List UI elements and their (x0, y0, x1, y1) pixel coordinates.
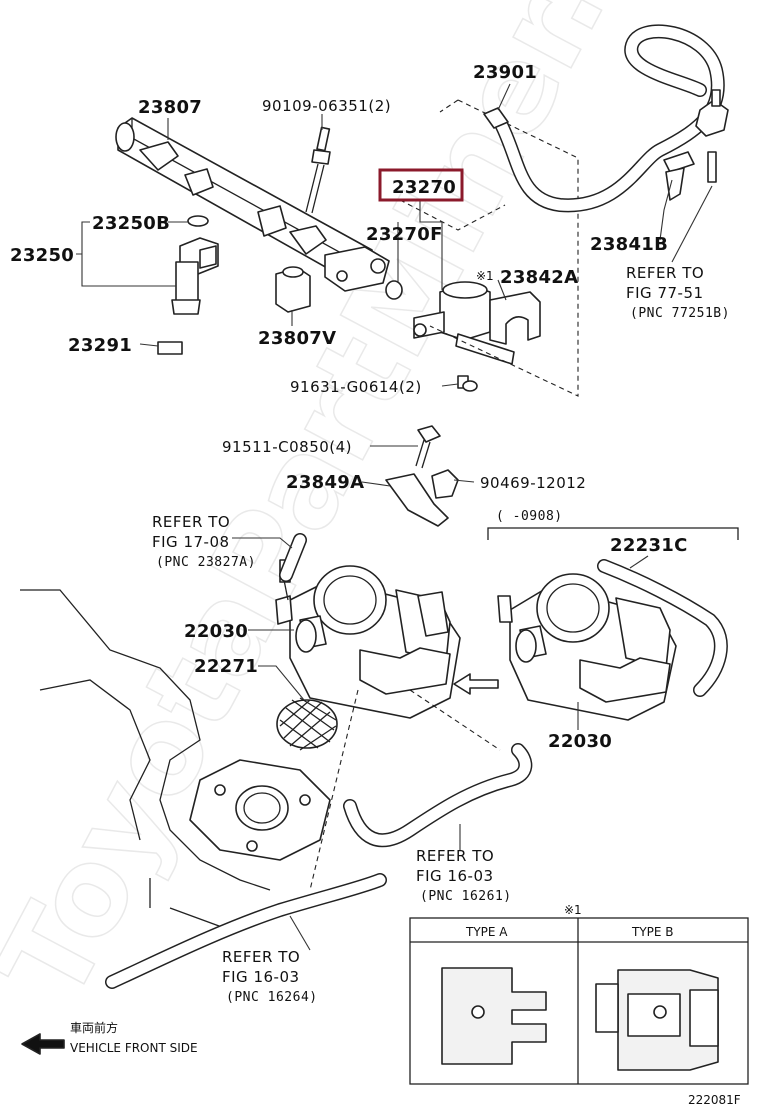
type-a-label: TYPE A (465, 925, 508, 939)
part-number-91631: 91631-G0614(2) (290, 378, 422, 396)
gasket-22271-drawing (276, 697, 338, 751)
seal-23291-drawing (157, 341, 183, 355)
clip-90469-drawing (431, 469, 459, 499)
svg-text:REFER TO: REFER TO (626, 264, 704, 282)
vehicle-front-english: VEHICLE FRONT SIDE (70, 1041, 198, 1055)
fuel-hose-23901-drawing (483, 24, 729, 213)
fuel-injector-drawing (171, 215, 219, 315)
refer-fig-16-03-lower: REFER TO FIG 16-03 (PNC 16264) (222, 948, 318, 1005)
svg-text:FIG 17-08: FIG 17-08 (152, 533, 230, 551)
svg-text:FIG 16-03: FIG 16-03 (222, 968, 300, 986)
part-number-23291: 23291 (68, 335, 132, 356)
svg-text:(PNC 77251B): (PNC 77251B) (630, 306, 730, 321)
part-number-23841B: 23841B (590, 234, 668, 255)
hoses-ref-16-03-drawing (105, 689, 533, 989)
svg-text:REFER TO: REFER TO (152, 513, 230, 531)
type-b-label: TYPE B (631, 925, 674, 939)
part-number-23849A: 23849A (286, 472, 364, 493)
part-number-22030-right: 22030 (548, 731, 612, 752)
part-number-23901: 23901 (473, 62, 537, 83)
part-number-22271: 22271 (194, 656, 258, 677)
svg-text:(PNC 16264): (PNC 16264) (226, 990, 318, 1005)
part-number-23250B: 23250B (92, 213, 170, 234)
clip-23841B-drawing (663, 151, 717, 201)
svg-text:FIG 16-03: FIG 16-03 (416, 867, 494, 885)
type-table-mark: ※1 (564, 903, 582, 917)
vehicle-front-japanese: 車両前方 (70, 1020, 118, 1035)
throttle-body-left-drawing (275, 559, 461, 719)
svg-text:FIG 77-51: FIG 77-51 (626, 284, 704, 302)
part-number-90469: 90469-12012 (480, 474, 586, 492)
highlight-box (378, 168, 464, 202)
part-number-22231C: 22231C (610, 535, 688, 556)
front-arrow-icon (21, 1033, 65, 1055)
part-number-22030-left: 22030 (184, 621, 248, 642)
refer-fig-16-03-upper: REFER TO FIG 16-03 (PNC 16261) (416, 847, 512, 904)
bolt-91511-drawing (415, 425, 441, 469)
figure-code: 222081F (688, 1093, 741, 1107)
part-number-23842A: 23842A (500, 267, 578, 288)
part-number-90109: 90109-06351(2) (262, 97, 391, 115)
bracket-23849A-drawing (385, 473, 449, 527)
watermark: ToyotaPartMiner.ru (0, 0, 702, 1024)
pressure-regulator-drawing (413, 281, 515, 365)
svg-text:REFER TO: REFER TO (416, 847, 494, 865)
svg-text:(PNC 16261): (PNC 16261) (420, 889, 512, 904)
insulator-23807V-drawing (275, 266, 311, 313)
regulator-group-outline (429, 99, 579, 397)
part-number-23807V: 23807V (258, 328, 336, 349)
part-number-23270: 23270 (392, 177, 456, 198)
intake-manifold-drawing (20, 589, 331, 931)
type-table (409, 917, 749, 1085)
part-number-23250: 23250 (10, 245, 74, 266)
throttle-body-right-drawing (497, 573, 677, 721)
part-number-23270F: 23270F (366, 224, 443, 245)
fuel-rail-drawing (115, 117, 390, 292)
o-ring-23270F-drawing (385, 280, 403, 300)
svg-text:(PNC 23827A): (PNC 23827A) (156, 555, 256, 570)
bolt-90109-drawing (305, 126, 331, 214)
refer-fig-77-51: REFER TO FIG 77-51 (PNC 77251B) (626, 264, 730, 321)
refer-fig-17-08: REFER TO FIG 17-08 (PNC 23827A) (152, 513, 256, 570)
part-number-91511: 91511-C0850(4) (222, 438, 352, 456)
leader-lines (76, 83, 713, 951)
range-bracket (487, 527, 739, 540)
bolt-91631-drawing (457, 375, 478, 392)
part-number-23807: 23807 (138, 97, 202, 118)
part-23842A-mark: ※1 (476, 269, 494, 283)
direction-arrow (453, 673, 499, 695)
clip-23842A-drawing (489, 291, 541, 345)
range-note: ( -0908) (496, 509, 563, 524)
svg-text:REFER TO: REFER TO (222, 948, 300, 966)
